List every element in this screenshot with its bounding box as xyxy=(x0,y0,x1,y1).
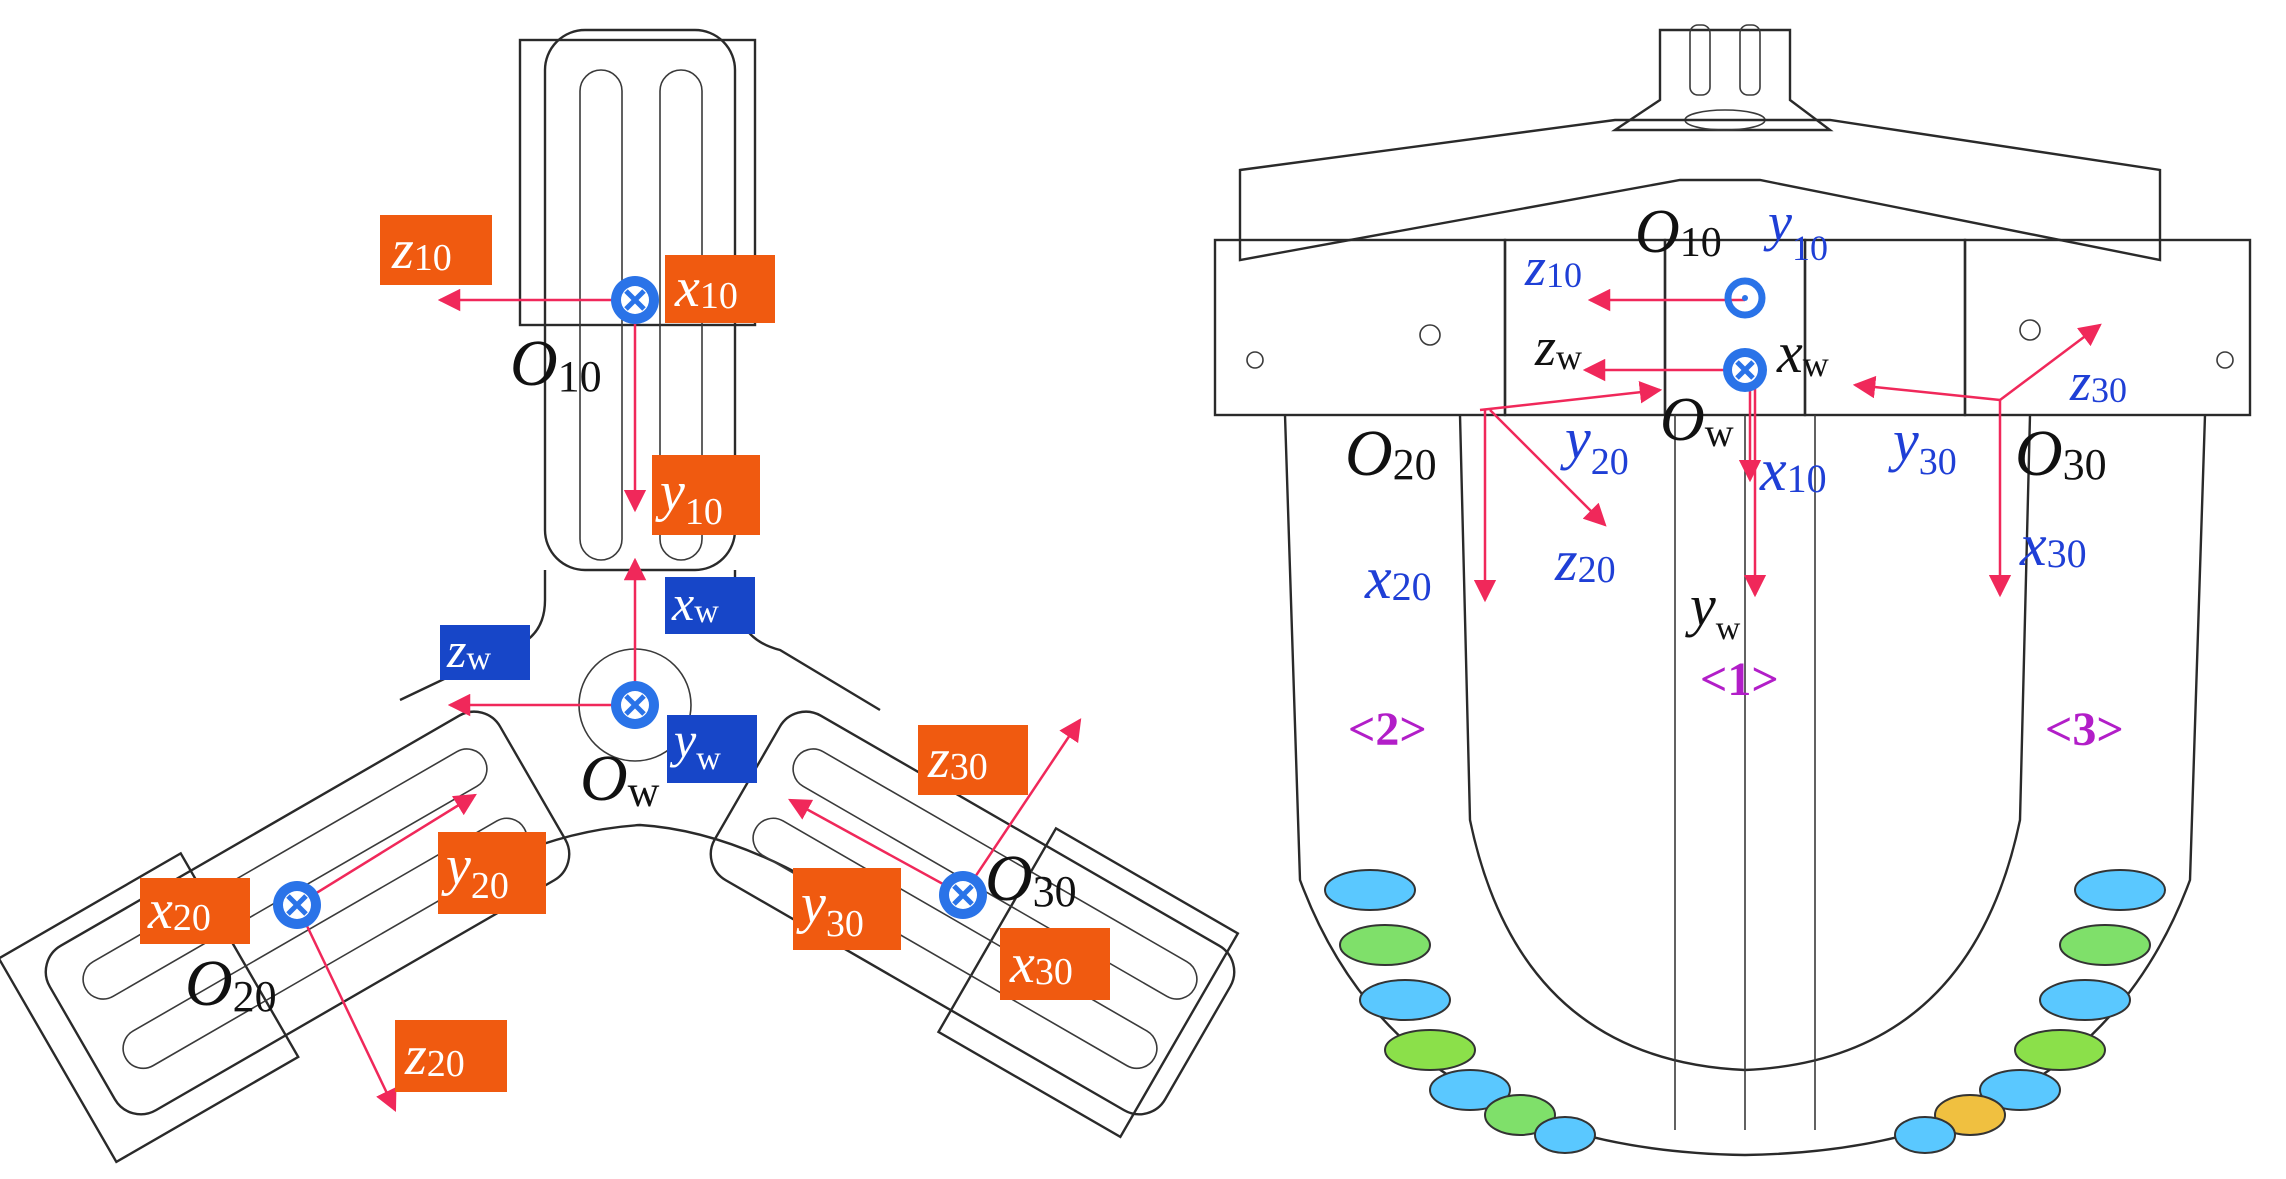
r-label-x20: x20 xyxy=(1364,545,1432,611)
left-origin-markers xyxy=(273,276,987,929)
gripper-block-right xyxy=(1963,238,2252,417)
finger-number-labels: <1> <2> <3> xyxy=(1348,653,2124,756)
r-label-z30: z30 xyxy=(2069,352,2127,412)
axis-y20-arrow xyxy=(296,793,477,907)
svg-text:z20: z20 xyxy=(404,1025,465,1087)
gripper-top-connector xyxy=(1611,28,1834,132)
r-axis-y30-arrow xyxy=(1852,375,2001,402)
label-box-z10: z10 xyxy=(380,215,492,285)
r-label-ow: Ow xyxy=(1660,386,1734,455)
label-ow: Ow xyxy=(580,742,660,816)
finger-number-1: <1> xyxy=(1700,653,1779,706)
top-arm-bracket xyxy=(518,38,757,327)
svg-text:xw: xw xyxy=(671,575,719,631)
svg-text:yw: yw xyxy=(669,712,721,777)
r-axis-z20-arrow xyxy=(1489,409,1607,527)
r-label-yw: yw xyxy=(1685,573,1741,647)
r-label-zw: zw xyxy=(1534,317,1582,377)
right-origin-markers xyxy=(1723,277,1767,392)
label-box-z20: z20 xyxy=(395,1020,507,1092)
label-box-xw: xw xyxy=(665,575,755,634)
svg-text:x30: x30 xyxy=(1009,933,1073,995)
svg-text:y30: y30 xyxy=(796,873,864,945)
origin-marker-ow xyxy=(611,681,659,729)
label-o10: O10 xyxy=(510,327,602,401)
label-box-yw: yw xyxy=(667,712,757,783)
label-box-y20: y20 xyxy=(438,832,546,914)
r-label-y10: y10 xyxy=(1763,192,1828,268)
gripper-body-top xyxy=(1238,118,2162,262)
svg-text:z30: z30 xyxy=(927,728,988,790)
label-box-x10: x10 xyxy=(665,255,775,323)
r-label-y30: y30 xyxy=(1888,408,1957,483)
label-box-x20: x20 xyxy=(140,878,250,944)
r-label-z10: z10 xyxy=(1524,237,1582,297)
left-origin-labels: O10 Ow O30 O20 xyxy=(185,327,1077,1021)
axis-y30-arrow xyxy=(788,798,964,897)
gripper-block-left xyxy=(1213,238,1507,417)
r-label-o30: O30 xyxy=(2015,417,2107,490)
finger-ribs xyxy=(1324,869,2166,1154)
r-label-z20: z20 xyxy=(1554,528,1616,593)
svg-text:zw: zw xyxy=(446,622,491,678)
origin-marker-o20 xyxy=(273,881,321,929)
r-axis-y20-arrow xyxy=(1479,381,1663,412)
origin-marker-o30 xyxy=(939,871,987,919)
r-label-o20: O20 xyxy=(1345,417,1437,490)
r-origin-marker-ow xyxy=(1723,348,1767,392)
left-panel-axes xyxy=(295,288,1082,1113)
label-o30: O30 xyxy=(985,842,1077,916)
r-label-x10: x10 xyxy=(1759,437,1827,503)
label-box-y10: y10 xyxy=(652,455,760,535)
r-label-y20: y20 xyxy=(1560,406,1629,483)
svg-text:z10: z10 xyxy=(391,219,452,281)
label-box-x30: x30 xyxy=(1000,928,1110,1000)
finger-number-3: <3> xyxy=(2045,703,2124,756)
r-axis-z30-arrow xyxy=(1999,323,2102,401)
label-o20: O20 xyxy=(185,947,277,1021)
r-label-xw: xw xyxy=(1776,320,1829,385)
top-arm-slot-left xyxy=(579,69,623,561)
r-origin-marker-o10 xyxy=(1724,277,1766,319)
svg-text:y10: y10 xyxy=(655,461,723,533)
svg-text:x20: x20 xyxy=(147,879,211,941)
origin-marker-o10 xyxy=(611,276,659,324)
finger-number-2: <2> xyxy=(1348,703,1427,756)
label-box-z30: z30 xyxy=(918,725,1028,795)
left-boxed-labels: z10 x10 y10 xw zw yw z30 y30 xyxy=(140,215,1110,1092)
r-label-x30: x30 xyxy=(2019,512,2087,578)
label-box-zw: zw xyxy=(440,622,530,680)
r-label-o10: O10 xyxy=(1635,198,1722,266)
right-panel-axes xyxy=(1473,288,2102,603)
svg-text:x10: x10 xyxy=(674,257,738,319)
axis-z30-arrow xyxy=(961,718,1082,896)
right-panel-gripper-drawing xyxy=(1213,24,2252,1157)
svg-text:y20: y20 xyxy=(441,835,509,907)
axis-z20-arrow xyxy=(295,904,397,1113)
label-box-y30: y30 xyxy=(793,868,901,950)
right-axis-labels: O10 y10 z10 zw xw Ow O20 y20 z20 x20 x10… xyxy=(1345,192,2127,647)
